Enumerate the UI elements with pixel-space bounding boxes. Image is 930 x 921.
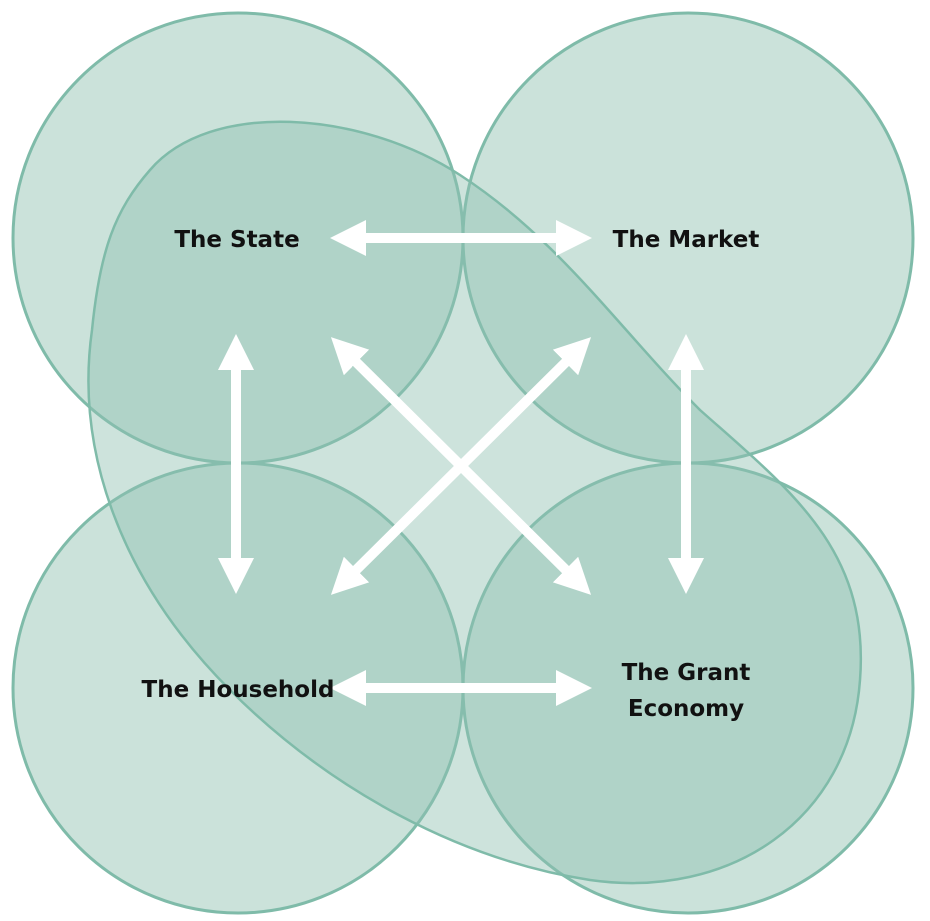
label-state: The State: [174, 227, 299, 253]
node-labels: The State The Market The Household The G…: [142, 227, 760, 722]
arrow-market-household: [330, 337, 592, 595]
label-market: The Market: [613, 227, 760, 253]
label-grant-line2: Economy: [628, 696, 744, 722]
label-household: The Household: [142, 677, 335, 703]
label-grant-line1: The Grant: [622, 660, 751, 686]
connection-arrows: [217, 219, 705, 707]
